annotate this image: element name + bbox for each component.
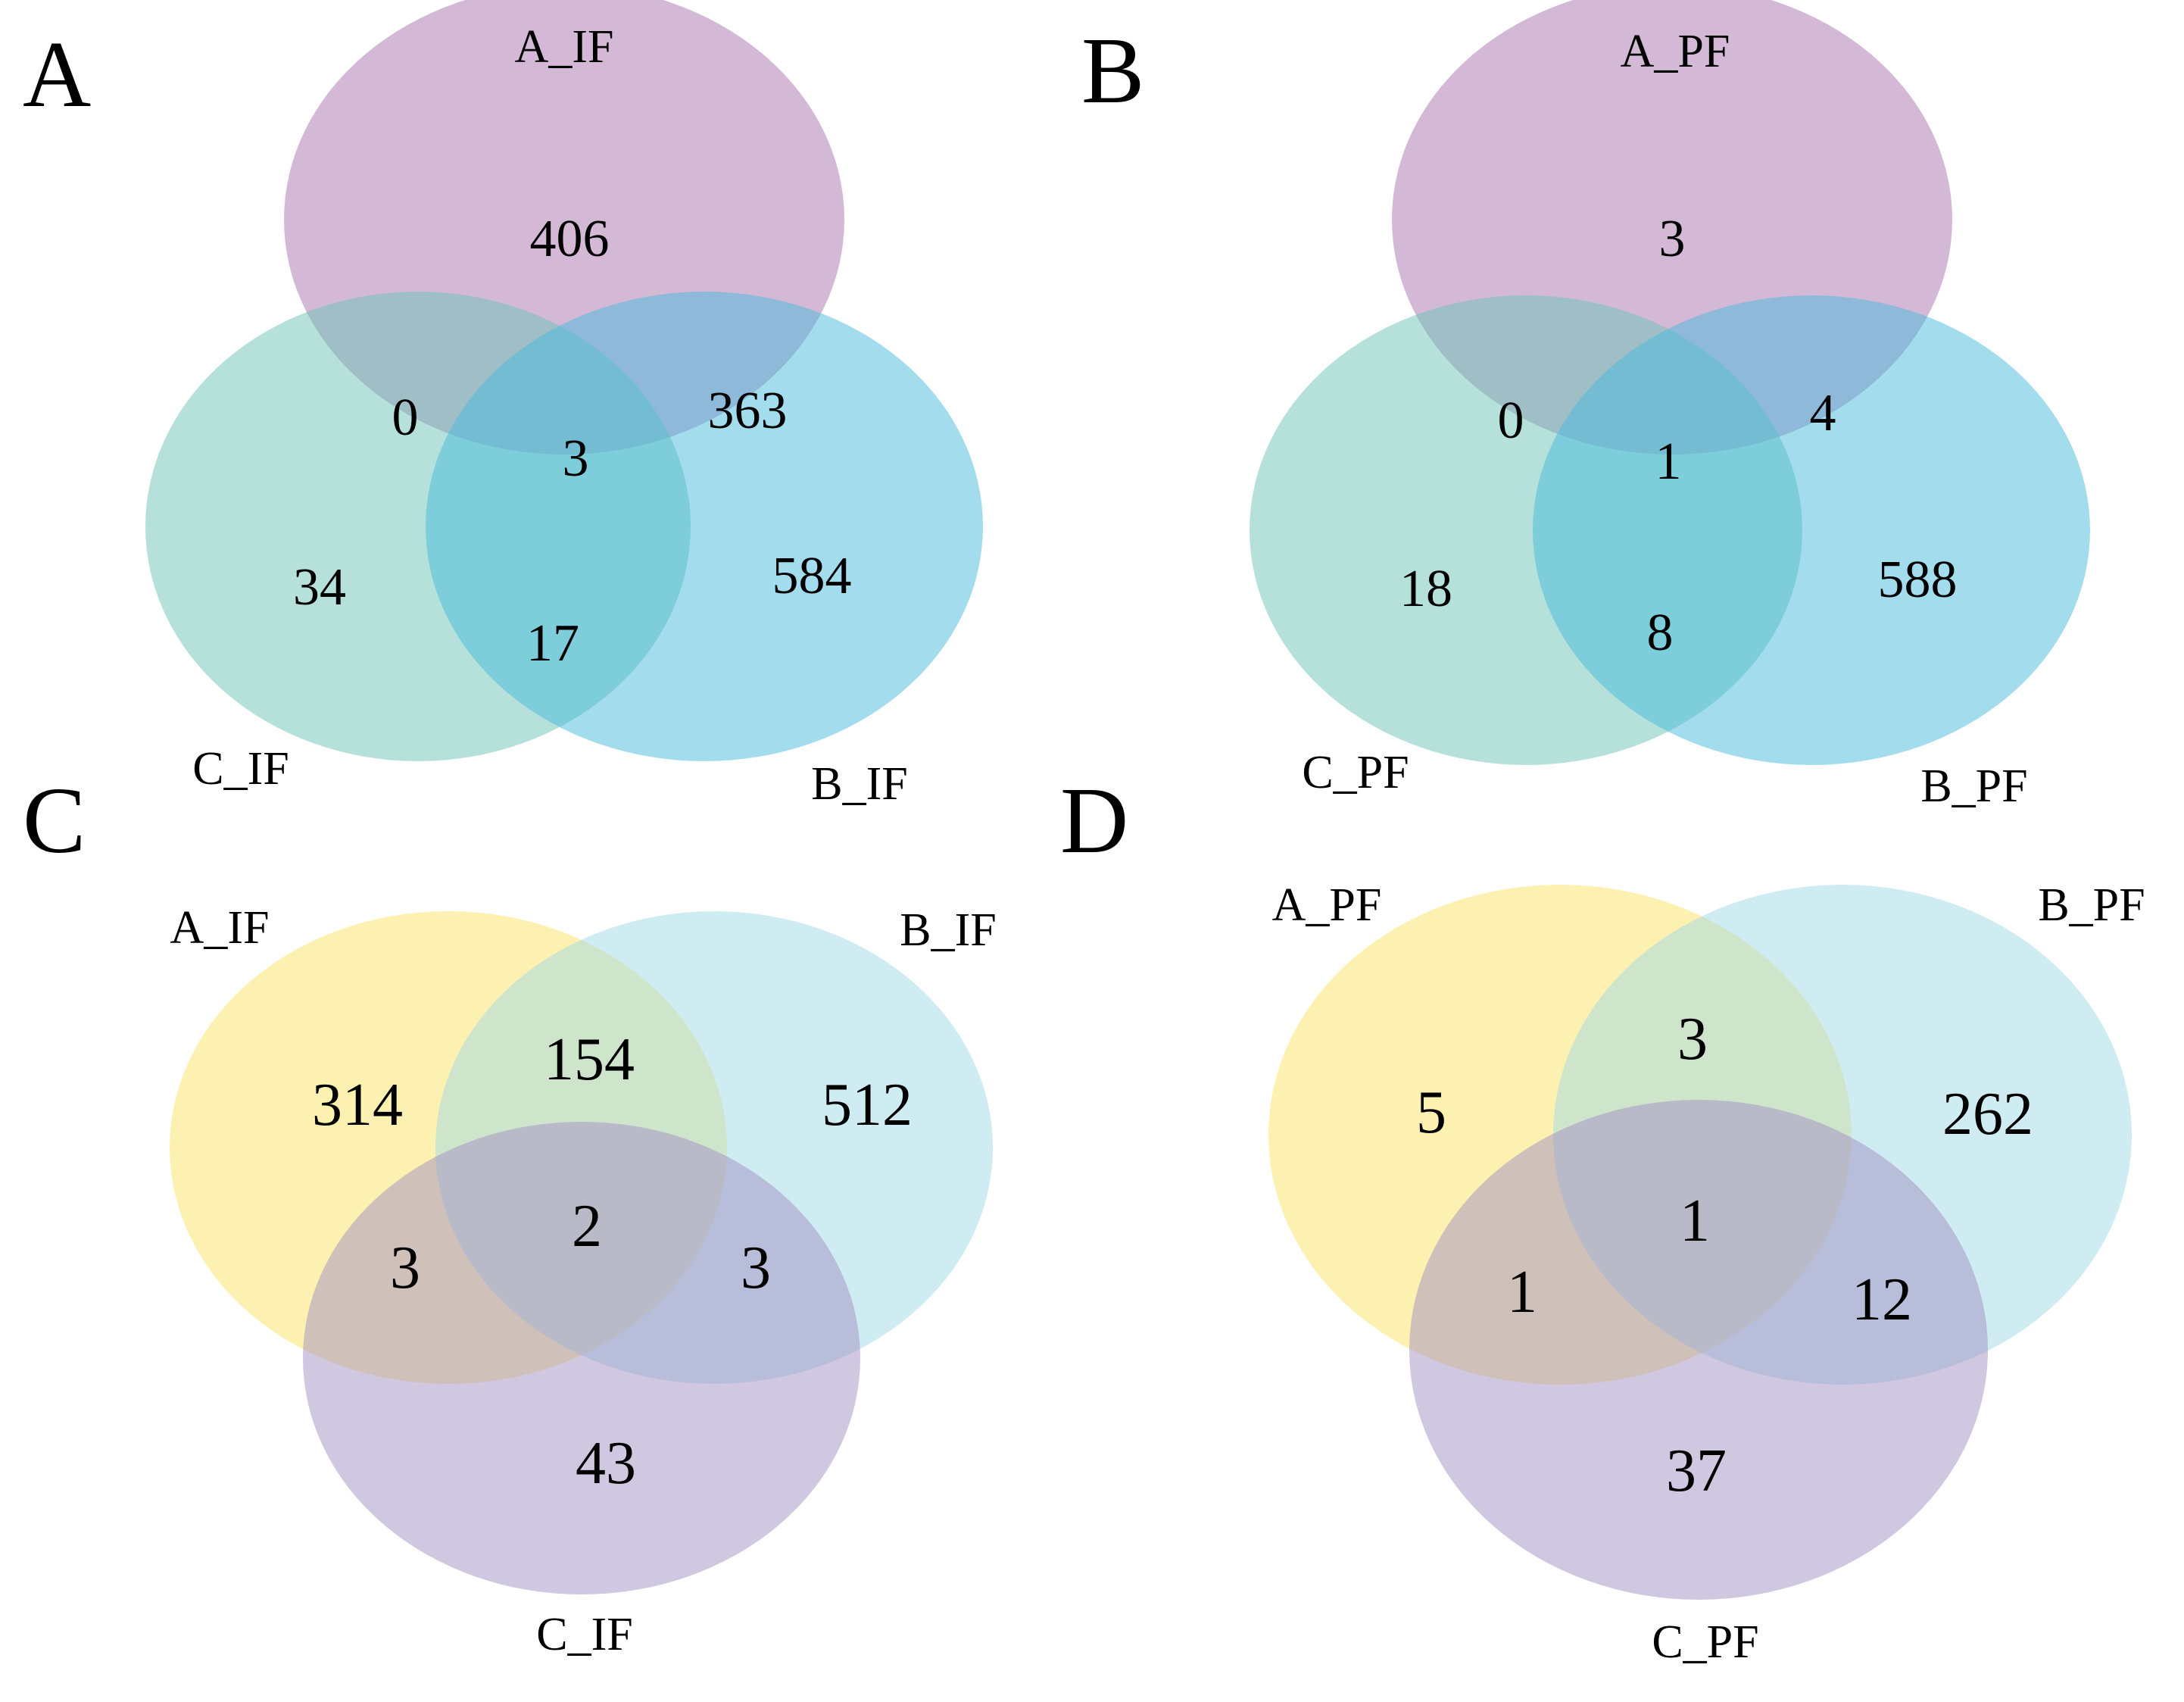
panel-b-label-set-2: C_PF: [1302, 747, 1409, 798]
panel-d-count-b-c: 12: [1852, 1266, 1912, 1333]
panel-d-count-only-a: 5: [1416, 1079, 1446, 1146]
panel-c-count-only-c: 43: [576, 1430, 636, 1497]
panel-d-count-a-c: 1: [1507, 1259, 1537, 1326]
panel-c-label-set-1: A_IF: [170, 902, 270, 954]
panel-c-label-set-3: C_IF: [536, 1609, 632, 1660]
panel-b-label-set-1: A_PF: [1621, 26, 1730, 77]
panel-c-count-a-b-c: 2: [572, 1193, 602, 1260]
panel-a-label-set-3: B_IF: [811, 758, 907, 810]
panel-d-count-only-c: 37: [1666, 1438, 1727, 1504]
panel-c-letter: C: [23, 769, 86, 873]
panel-a-letter: A: [23, 23, 91, 127]
panel-d-count-only-b: 262: [1942, 1081, 2033, 1148]
panel-d-label-set-1: A_PF: [1272, 879, 1382, 931]
panel-b-count-only-c: 18: [1399, 560, 1452, 618]
panel-d-count-a-b-c: 1: [1680, 1188, 1710, 1254]
panel-d: D A_PF B_PF C_PF 5 3 262 1 1 12 37: [1060, 769, 2145, 1668]
panel-a-label-set-2: C_IF: [192, 743, 289, 795]
panel-a-count-a-b-c: 3: [563, 429, 589, 488]
panel-a-label-set-1: A_IF: [515, 21, 614, 73]
panel-b-count-a-c: 0: [1498, 392, 1524, 450]
panel-a-count-a-b: 363: [708, 382, 788, 440]
panel-c-count-only-b: 512: [822, 1072, 913, 1138]
panel-b-count-only-a: 3: [1659, 210, 1686, 268]
panel-b-count-only-b: 588: [1878, 551, 1958, 609]
panel-c-count-a-b: 154: [544, 1026, 635, 1093]
panel-b-count-a-b: 4: [1810, 384, 1836, 442]
panel-d-count-a-b: 3: [1677, 1006, 1708, 1073]
panel-d-circle-set-3: [1409, 1100, 1988, 1600]
panel-c: C A_IF B_IF C_IF 314 154 512 3 2 3 43: [23, 769, 997, 1660]
panel-a-count-only-a: 406: [530, 210, 610, 268]
panel-b-letter: B: [1081, 19, 1144, 123]
panel-d-label-set-3: C_PF: [1652, 1616, 1758, 1668]
panel-b: B A_PF C_PF B_PF 3 0 1 4 18 8 588: [1081, 0, 2090, 812]
panel-b-label-set-3: B_PF: [1920, 760, 2027, 812]
panel-b-count-b-c: 8: [1647, 604, 1674, 662]
panel-d-letter: D: [1060, 769, 1128, 873]
panel-c-count-only-a: 314: [312, 1072, 403, 1138]
panel-a-count-a-c: 0: [392, 389, 419, 447]
panel-c-label-set-2: B_IF: [900, 904, 996, 956]
panel-b-count-a-b-c: 1: [1655, 433, 1682, 491]
panel-c-count-a-c: 3: [390, 1235, 420, 1301]
panel-b-circle-set-3: [1533, 295, 2090, 765]
panel-a-circle-set-3: [426, 292, 983, 761]
panel-c-circle-set-3: [303, 1122, 860, 1594]
panel-a-count-only-c: 34: [293, 558, 346, 617]
panel-d-label-set-2: B_PF: [2038, 879, 2145, 931]
panel-c-count-b-c: 3: [741, 1235, 771, 1301]
panel-a: A A_IF C_IF B_IF 406 0 3 363 34 17 584: [23, 0, 983, 810]
panel-a-count-b-c: 17: [526, 614, 579, 673]
panel-a-count-only-b: 584: [772, 547, 852, 605]
